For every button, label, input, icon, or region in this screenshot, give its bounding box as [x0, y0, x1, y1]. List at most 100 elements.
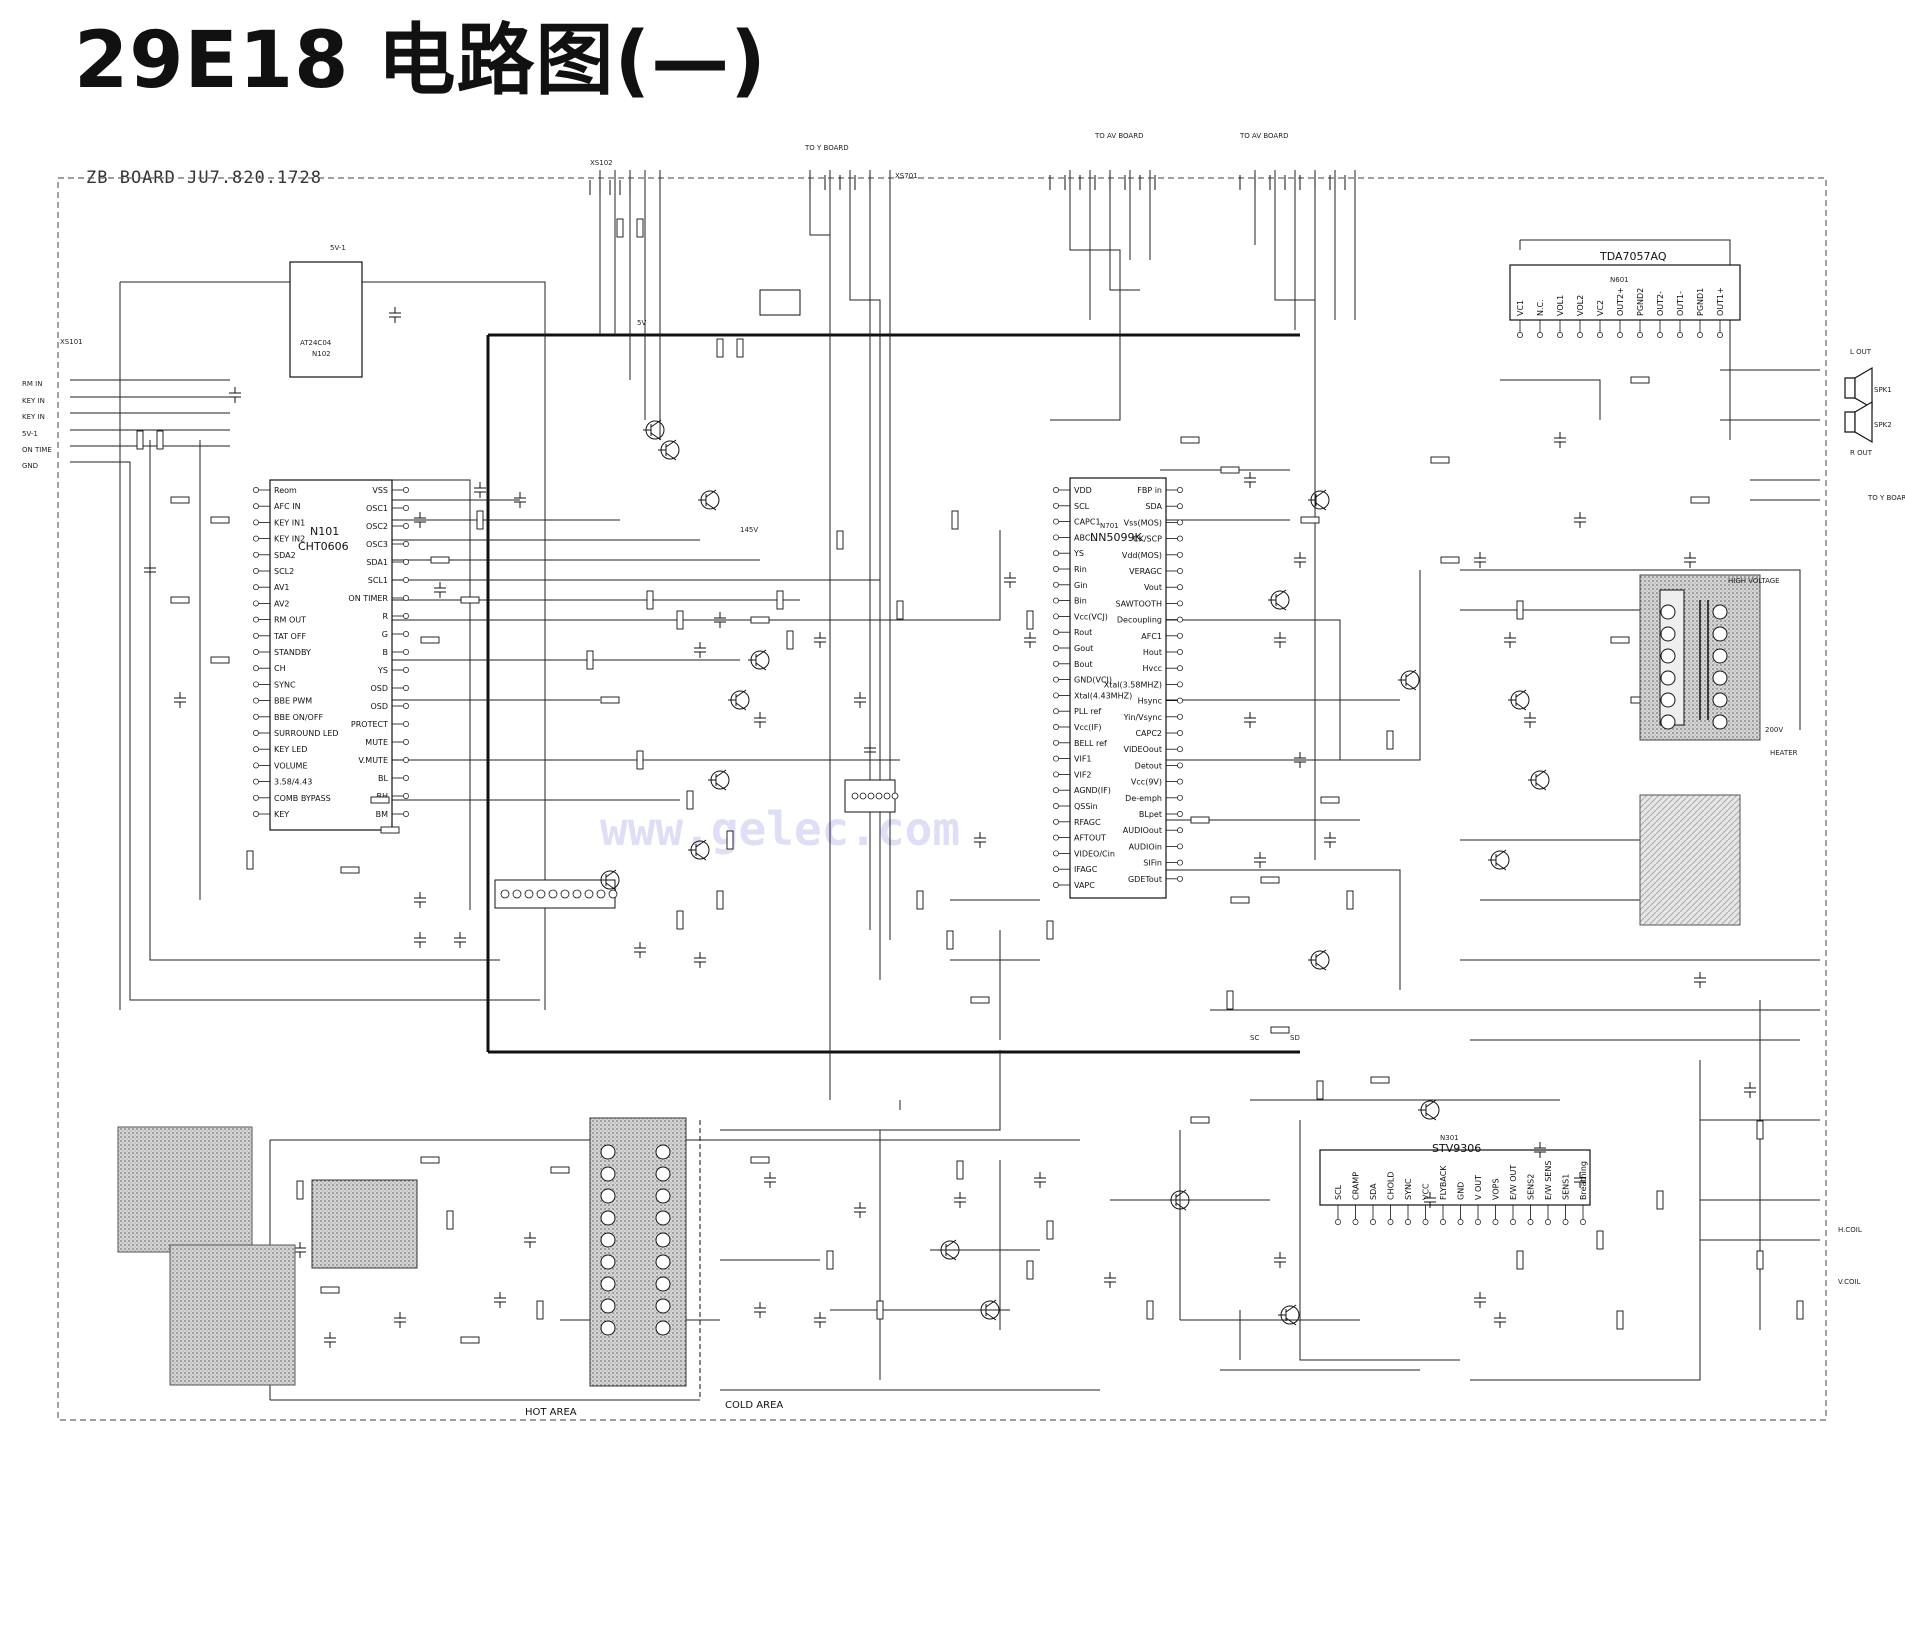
- n701-right-pin: FBP in: [1137, 486, 1162, 495]
- n701-right-pin: CAPC2: [1135, 729, 1162, 738]
- label-145v: 145V: [740, 526, 758, 534]
- n101-left-pin: RM OUT: [274, 616, 306, 625]
- ic-n102: AT24C04 N102: [289, 261, 363, 378]
- label-h-coil: H.COIL: [1838, 1226, 1862, 1234]
- n301-pin: V OUT: [1474, 1175, 1483, 1200]
- n301-pin: FLYBACK: [1439, 1165, 1448, 1200]
- n301-pin: CHOLD: [1387, 1171, 1396, 1200]
- n101-left-pin: BBE PWM: [274, 697, 312, 706]
- n101-left-pin: SYNC: [274, 680, 296, 689]
- n101-right-pin: OSC3: [366, 540, 388, 549]
- label-spk2: SPK2: [1874, 421, 1892, 429]
- label-5v-1: 5V-1: [330, 244, 346, 252]
- n701-left-pin: AGND(IF): [1074, 786, 1111, 795]
- left-inputs: RM IN KEY IN KEY IN 5V-1 ON TIME GND: [22, 380, 52, 470]
- input-on-time: ON TIME: [22, 446, 52, 454]
- svg-text:CHT0606: CHT0606: [298, 540, 349, 553]
- n601-pin: VOL1: [1556, 295, 1565, 316]
- n701-right-pin: Decoupling: [1117, 616, 1162, 625]
- n101-right-pin: OSC1: [366, 504, 388, 513]
- n301-pin: GND: [1457, 1182, 1466, 1200]
- ic-n601: TDA7057AQ N601: [1509, 250, 1741, 321]
- capacitors: [144, 307, 1756, 1348]
- n701-left-pin: Vcc(VCJ): [1074, 612, 1108, 621]
- n601-pin: VC2: [1596, 300, 1605, 316]
- n101-right-pin: B: [383, 648, 389, 657]
- n301-pin: VCC: [1422, 1183, 1431, 1200]
- label-r-out: R OUT: [1850, 449, 1873, 457]
- n101-left-pin: KEY LED: [274, 745, 307, 754]
- n101-right-pin: VSS: [372, 486, 388, 495]
- label-v-coil: V.COIL: [1838, 1278, 1861, 1286]
- n701-left-pin: IFAGC: [1074, 865, 1098, 874]
- label-to-y-board-right: TO Y BOARD: [1867, 494, 1905, 502]
- n701-right-pin: SAWTOOTH: [1115, 599, 1162, 608]
- n601-pin: OUT2+: [1616, 287, 1625, 316]
- n601-pin: PGND2: [1636, 288, 1645, 316]
- n701-left-pin: Gin: [1074, 581, 1088, 590]
- resistors: [136, 218, 1804, 1344]
- transformer-coils: [600, 604, 1728, 1336]
- n701-left-pin: ABCL: [1074, 533, 1095, 542]
- input-5v-1: 5V-1: [22, 430, 38, 438]
- n701-left-pin: Vcc(IF): [1074, 723, 1101, 732]
- n101-left-pin: BBE ON/OFF: [274, 713, 323, 722]
- input-rm-in: RM IN: [22, 380, 42, 388]
- label-heater: HEATER: [1770, 749, 1798, 757]
- n101-left-pin: KEY: [274, 810, 289, 819]
- watermark-text: www.gelec.com: [600, 802, 960, 856]
- cold-area-label: COLD AREA: [725, 1400, 783, 1411]
- n101-left-pin: AV1: [274, 583, 290, 592]
- n701-right-pin: Yin/Vsync: [1123, 713, 1162, 722]
- n701-left-pin: Xtal(4.43MHZ): [1074, 691, 1132, 700]
- n301-pin: Breathing: [1579, 1161, 1588, 1200]
- n701-right-pin: SIFin: [1143, 859, 1162, 868]
- svg-text:HIGH VOLTAGE: HIGH VOLTAGE: [1728, 577, 1780, 585]
- n101-right-pin: PROTECT: [351, 720, 388, 729]
- n701-right-pin: Vdd(MOS): [1122, 551, 1162, 560]
- n101-right-pin: OSC2: [366, 522, 388, 531]
- n701-left-pin: AFTOUT: [1074, 834, 1106, 843]
- n301-pin: SCL: [1334, 1184, 1343, 1200]
- wiring: [70, 170, 1820, 1401]
- n701-right-pin: Vcc(9V): [1131, 778, 1162, 787]
- svg-text:NN5099K: NN5099K: [1090, 531, 1142, 544]
- n701-right-pin: De-emph: [1125, 794, 1162, 803]
- n701-left-pin: CAPC1: [1074, 518, 1101, 527]
- xs701-label: XS701: [895, 172, 918, 180]
- n101-right-pin: SDA1: [366, 558, 388, 567]
- input-key-in-2: KEY IN: [22, 413, 45, 421]
- hot-area-label: HOT AREA: [525, 1407, 577, 1418]
- n601-pin: OUT2-: [1656, 291, 1665, 316]
- n301-pin: E/W OUT: [1509, 1165, 1518, 1200]
- n101-left-pin: KEY IN2: [274, 535, 305, 544]
- n601-pin: OUT1+: [1716, 287, 1725, 316]
- n701-right-pin: Vss(MOS): [1124, 518, 1162, 527]
- svg-text:N102: N102: [312, 350, 331, 358]
- svg-text:TDA7057AQ: TDA7057AQ: [1599, 250, 1667, 263]
- n701-left-pin: VIDEO/Cin: [1074, 849, 1115, 858]
- label-l-out: L OUT: [1850, 348, 1872, 356]
- to-av-board-2: TO AV BOARD: [1239, 132, 1288, 140]
- n701-right-pin: GDETout: [1128, 875, 1162, 884]
- n701-right-pin: Hvcc: [1142, 664, 1162, 673]
- label-sc: SC: [1250, 1034, 1259, 1042]
- n101-left-pin: TAT OFF: [273, 632, 306, 641]
- n701-right-pin: CK/SCP: [1133, 535, 1162, 544]
- n601-pin: PGND1: [1696, 288, 1705, 316]
- n101-right-pin: R: [382, 612, 388, 621]
- n101-left-pin: CH: [274, 664, 286, 673]
- n101-right-pin: OSD: [370, 702, 388, 711]
- n701-right-pin: AUDIOout: [1123, 826, 1162, 835]
- n601-pin: N.C.: [1536, 299, 1545, 316]
- top-connectors: [589, 175, 1346, 195]
- input-key-in-1: KEY IN: [22, 397, 45, 405]
- ic-n701: N701 NN5099K: [1069, 477, 1167, 899]
- n101-right-pin: ON TIMER: [348, 594, 388, 603]
- label-200v: 200V: [1765, 726, 1783, 734]
- n701-left-pin: VIF1: [1074, 755, 1092, 764]
- n101-left-pin: Reom: [274, 486, 297, 495]
- n101-right-pin: BH: [376, 792, 388, 801]
